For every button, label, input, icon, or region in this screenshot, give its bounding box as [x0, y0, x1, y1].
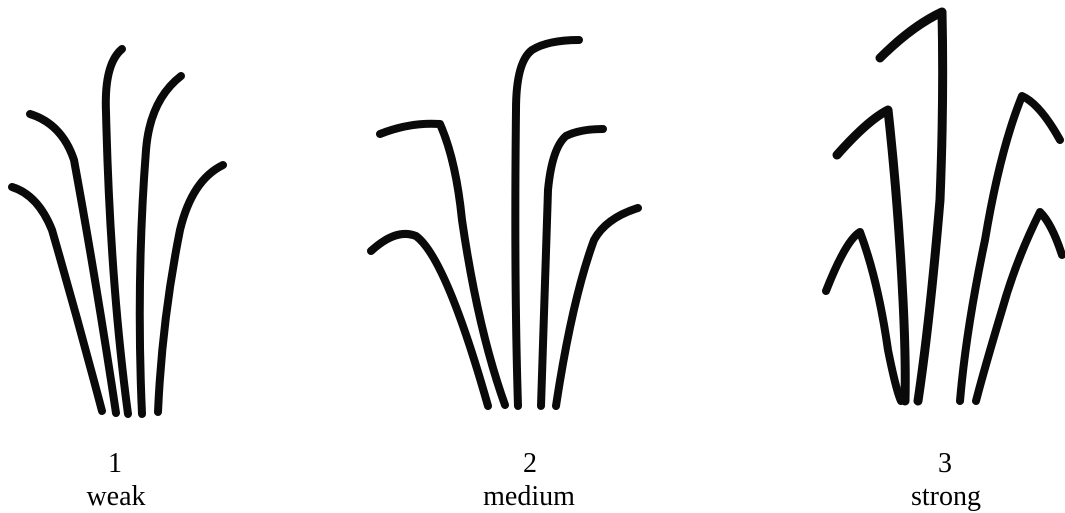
stem-3a	[826, 232, 901, 401]
panel-strong	[826, 12, 1062, 401]
panel-3-caption: strong	[911, 481, 981, 512]
stem-2b	[380, 124, 505, 405]
panel-1-number: 1	[108, 448, 122, 479]
stem-3d	[960, 96, 1060, 401]
panel-1-caption: weak	[86, 481, 145, 512]
stem-2d	[541, 129, 603, 406]
panel-2-caption: medium	[483, 481, 575, 512]
stem-2e	[556, 208, 638, 406]
panel-3-number: 3	[938, 448, 952, 479]
panel-2-number: 2	[523, 448, 537, 479]
panel-medium	[371, 40, 638, 406]
stem-1b	[30, 114, 116, 413]
panel-weak	[12, 49, 223, 414]
stem-1e	[158, 165, 223, 412]
